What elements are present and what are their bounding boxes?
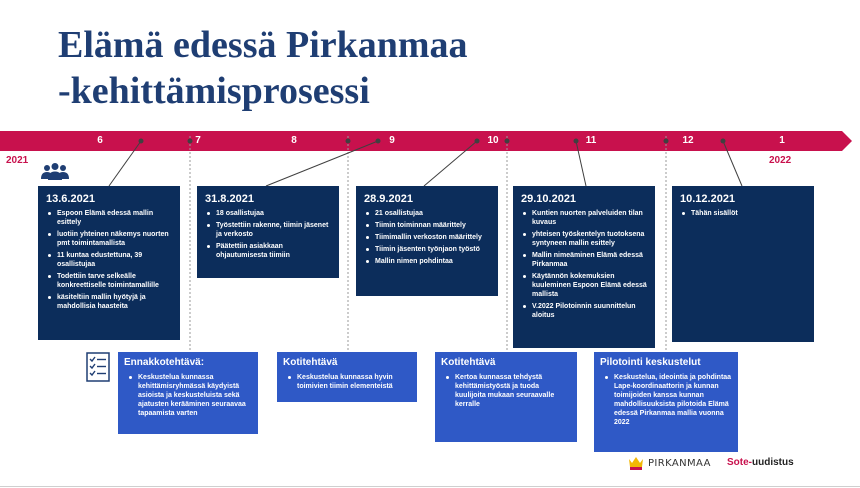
- meeting-item: Käytännön kokemuksien kuuleminen Espoon …: [521, 272, 649, 299]
- meeting-item: Tähän sisällöt: [680, 209, 808, 218]
- connector-dot: [573, 138, 579, 144]
- meeting-item: 11 kuntaa edustettuna, 39 osallistujaa: [46, 251, 174, 269]
- timeline-month: 11: [585, 135, 597, 146]
- meeting-item: Mallin nimen pohdintaa: [364, 257, 492, 266]
- meeting-item: yhteisen työskentelyn tuotoksena syntyne…: [521, 230, 649, 248]
- page-title: Elämä edessä Pirkanmaa -kehittämisproses…: [58, 22, 778, 114]
- checklist-icon: [86, 352, 110, 382]
- meeting-items: 21 osallistujaa Tiimin toiminnan määritt…: [364, 209, 492, 266]
- year-label-start: 2021: [6, 155, 29, 166]
- meeting-date: 28.9.2021: [364, 193, 413, 205]
- timeline-month: 10: [487, 135, 499, 146]
- timeline-month: 8: [291, 135, 297, 146]
- meeting-item: Tiimimallin verkoston määrittely: [364, 233, 492, 242]
- connector-line: [108, 140, 142, 187]
- task-text: Keskustelua, ideointia ja pohdintaa Lape…: [600, 373, 732, 427]
- connector-dot: [504, 138, 510, 144]
- meeting-card: 13.6.2021 Espoon Elämä edessä mallin esi…: [38, 186, 180, 340]
- meeting-items: Tähän sisällöt: [680, 209, 808, 218]
- timeline-arrow: [0, 131, 852, 151]
- meeting-item: Päätettiin asiakkaan ohjautumisesta tiim…: [205, 242, 333, 260]
- connector-dot: [474, 138, 480, 144]
- connector-dot: [187, 138, 193, 144]
- task-text: Kertoa kunnassa tehdystä kehittämistyöst…: [441, 373, 571, 409]
- connector-line: [722, 140, 743, 187]
- meeting-item: Kuntien nuorten palveluiden tilan kuvaus: [521, 209, 649, 227]
- title-line-1: Elämä edessä Pirkanmaa: [58, 24, 468, 66]
- timeline-month: 7: [195, 135, 201, 146]
- task-title: Pilotointi keskustelut: [600, 357, 701, 368]
- connector-dots: [138, 138, 726, 144]
- meeting-items: 18 osallistujaa Työstettiin rakenne, tii…: [205, 209, 333, 260]
- task-items: Keskustelua, ideointia ja pohdintaa Lape…: [600, 373, 732, 427]
- timeline-month: 9: [389, 135, 395, 146]
- meeting-card: 29.10.2021 Kuntien nuorten palveluiden t…: [513, 186, 655, 348]
- year-label-end: 2022: [769, 155, 792, 166]
- meeting-item: käsiteltiin mallin hyötyjä ja mahdollisi…: [46, 293, 174, 311]
- connector-dot: [375, 138, 381, 144]
- connector-line: [575, 140, 587, 187]
- meeting-item: Espoon Elämä edessä mallin esittely: [46, 209, 174, 227]
- timeline-month: 1: [779, 135, 785, 146]
- task-box: Pilotointi keskustelut Keskustelua, ideo…: [594, 352, 738, 452]
- task-box: Kotitehtävä Kertoa kunnassa tehdystä keh…: [435, 352, 577, 442]
- timeline-month: 12: [682, 135, 694, 146]
- connector-dot: [720, 138, 726, 144]
- meeting-item: Todettiin tarve selkeälle konkreettisell…: [46, 272, 174, 290]
- meeting-date: 29.10.2021: [521, 193, 577, 205]
- task-title: Kotitehtävä: [283, 357, 338, 368]
- task-box: Ennakkotehtävä: Keskustelua kunnassa keh…: [118, 352, 258, 434]
- meeting-items: Kuntien nuorten palveluiden tilan kuvaus…: [521, 209, 649, 320]
- connector-line: [423, 140, 478, 187]
- meeting-card: 10.12.2021 Tähän sisällöt: [672, 186, 814, 342]
- task-text: Keskustelua kunnassa hyvin toimivien tii…: [283, 373, 411, 391]
- task-items: Keskustelua kunnassa kehittämisryhmässä …: [124, 373, 252, 418]
- timeline-month: 6: [97, 135, 103, 146]
- connector-dot: [663, 138, 669, 144]
- connector-lines: [108, 140, 743, 187]
- meeting-item: V.2022 Pilotoinnin suunnittelun aloitus: [521, 302, 649, 320]
- sote-suffix: uudistus: [752, 457, 794, 468]
- title-line-2: -kehittämisprosessi: [58, 70, 370, 112]
- task-title: Ennakkotehtävä:: [124, 357, 205, 368]
- bottom-divider: [0, 486, 860, 487]
- people-group-icon: [41, 163, 69, 180]
- sote-prefix: Sote-: [727, 457, 752, 468]
- meeting-item: Työstettiin rakenne, tiimin jäsenet ja v…: [205, 221, 333, 239]
- connector-line: [265, 140, 379, 187]
- task-items: Kertoa kunnassa tehdystä kehittämistyöst…: [441, 373, 571, 409]
- meeting-item: luotiin yhteinen näkemys nuorten pmt toi…: [46, 230, 174, 248]
- meeting-card: 28.9.2021 21 osallistujaa Tiimin toiminn…: [356, 186, 498, 296]
- pirkanmaa-logo: PIRKANMAA: [628, 455, 711, 471]
- task-items: Keskustelua kunnassa hyvin toimivien tii…: [283, 373, 411, 391]
- connector-dot: [138, 138, 144, 144]
- logo-text: PIRKANMAA: [648, 457, 711, 469]
- meeting-items: Espoon Elämä edessä mallin esittely luot…: [46, 209, 174, 311]
- meeting-item: 18 osallistujaa: [205, 209, 333, 218]
- sote-uudistus-logo: Sote-uudistus: [727, 457, 794, 468]
- connector-dot: [345, 138, 351, 144]
- meeting-item: Tiimin toiminnan määrittely: [364, 221, 492, 230]
- task-text: Keskustelua kunnassa kehittämisryhmässä …: [124, 373, 252, 418]
- meeting-date: 10.12.2021: [680, 193, 736, 205]
- task-title: Kotitehtävä: [441, 357, 496, 368]
- meeting-item: 21 osallistujaa: [364, 209, 492, 218]
- pirkanmaa-crown-icon: [629, 457, 643, 470]
- meeting-date: 31.8.2021: [205, 193, 254, 205]
- meeting-item: Mallin nimeäminen Elämä edessä Pirkanmaa: [521, 251, 649, 269]
- meeting-date: 13.6.2021: [46, 193, 95, 205]
- meeting-card: 31.8.2021 18 osallistujaa Työstettiin ra…: [197, 186, 339, 278]
- meeting-item: Tiimin jäsenten työnjaon työstö: [364, 245, 492, 254]
- task-box: Kotitehtävä Keskustelua kunnassa hyvin t…: [277, 352, 417, 402]
